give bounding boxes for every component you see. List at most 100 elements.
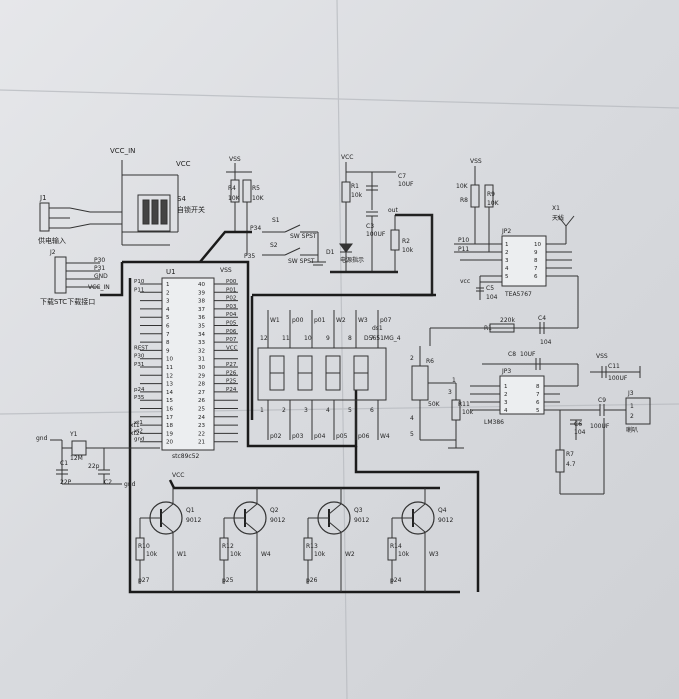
mcu-pin-number: 21 xyxy=(198,440,205,446)
dip-switch-ref: S4 xyxy=(177,195,186,203)
mcu-pin-number: 25 xyxy=(198,407,205,413)
mcu-net-right: P27 xyxy=(226,362,237,368)
r9-ref: R9 xyxy=(487,191,495,198)
mcu-pin-number: 24 xyxy=(198,415,205,421)
transistor-w-net: W4 xyxy=(261,551,271,558)
mcu-pin-number: 12 xyxy=(166,373,173,379)
amp-ic-ref: JP3 xyxy=(501,368,511,375)
transistor-collector xyxy=(160,521,174,533)
transistor-ref: Q4 xyxy=(438,507,447,514)
amp-pin-left: 3 xyxy=(504,400,508,406)
dip-switch-label: 自锁开关 xyxy=(177,205,205,214)
transistor-net: p24 xyxy=(390,577,402,584)
c4-ref: C4 xyxy=(538,315,546,322)
r7-ref: R7 xyxy=(566,451,574,458)
mcu-net-left: P11 xyxy=(134,287,144,293)
header-label: 下载STC下载接口 xyxy=(40,297,95,306)
vcc-label-top: VCC xyxy=(176,160,191,168)
vss-label-1: VSS xyxy=(229,156,241,163)
mcu-pin-number: 8 xyxy=(166,340,170,346)
c8-ref: C8 xyxy=(508,351,516,358)
mcu-net-right: P03 xyxy=(226,304,237,310)
display-body xyxy=(257,347,387,401)
s2-type: SW SPST xyxy=(288,258,315,265)
mcu-pin-number: 19 xyxy=(166,431,173,437)
r5-ref: R5 xyxy=(252,185,260,192)
display-top-label: W1 xyxy=(270,317,280,324)
crystal-ref: Y1 xyxy=(69,431,78,438)
download-header xyxy=(54,256,100,294)
display-bottom-label: p03 xyxy=(292,433,304,440)
speaker-label: 喇叭 xyxy=(626,426,638,434)
mcu-net-right: P01 xyxy=(226,287,236,293)
display-bottom-pin: 2 xyxy=(282,407,286,414)
c3-ref: C3 xyxy=(366,223,374,230)
amp-vss: VSS xyxy=(596,353,608,360)
mcu-pin-number: 3 xyxy=(166,299,170,305)
r2-value: 10k xyxy=(402,247,414,254)
display-top-pin: 8 xyxy=(348,335,352,342)
mcu-pin-number: 40 xyxy=(198,282,205,288)
mcu-pin-number: 17 xyxy=(166,415,173,421)
display-top-label: W3 xyxy=(358,317,368,324)
transistor-r-ref: R13 xyxy=(306,543,318,550)
radio-pin-left: 3 xyxy=(505,258,509,264)
mcu-net-right: P05 xyxy=(226,321,237,327)
led-label: 电源指示 xyxy=(340,256,364,264)
mcu-net-right: VCC xyxy=(226,345,238,351)
mcu-net-left: P30 xyxy=(134,354,145,360)
display-bottom-label: p02 xyxy=(270,433,282,440)
c2-ref: C2 xyxy=(104,479,112,486)
radio-ic-part: TEA5767 xyxy=(504,291,532,298)
radio-net-p10: P10 xyxy=(458,237,469,244)
s1-type: SW SPST xyxy=(290,233,317,240)
pot-pin-3: 3 xyxy=(448,389,452,396)
display-bottom-pin: 3 xyxy=(304,407,308,414)
transistor-w-net: W1 xyxy=(177,551,187,558)
display-top-pin: 7 xyxy=(370,335,374,342)
crystal-gnd-2: gnd xyxy=(124,481,136,488)
radio-pin-right: 7 xyxy=(534,266,538,272)
transistor-r-ref: R10 xyxy=(138,543,150,550)
pot-pin-2: 2 xyxy=(410,355,414,362)
mcu-pin-number: 35 xyxy=(198,324,205,330)
transistor-drivers: Q19012R1010kp27W1Q29012R1210kp25W4Q39012… xyxy=(135,488,453,592)
transistor-collector xyxy=(328,521,342,533)
c1-value: 22P xyxy=(60,479,72,486)
radio-vcc: vcc xyxy=(460,278,470,285)
display-top-pin: 10 xyxy=(304,335,312,342)
transistor-emitter xyxy=(160,503,174,515)
display-bottom-label: p05 xyxy=(336,433,348,440)
amp-pin-right: 5 xyxy=(536,408,540,414)
c5-ref: C5 xyxy=(486,285,494,292)
amp-ic-body xyxy=(470,358,651,495)
mcu-net-right: P04 xyxy=(226,312,237,318)
display-top-label: p07 xyxy=(380,317,392,324)
transistor-r-value: 10k xyxy=(398,551,410,558)
amp-pin-left: 1 xyxy=(504,384,508,390)
mcu-pin-number: 6 xyxy=(166,324,170,330)
mcu-net-left: xt1 xyxy=(134,420,143,426)
transistor-collector xyxy=(244,521,258,533)
amp-pin-left: 4 xyxy=(504,408,508,414)
mcu-pin-number: 36 xyxy=(198,315,205,321)
display-ref: ds1 xyxy=(372,325,383,332)
s2-net: P35 xyxy=(244,253,255,260)
r4-ref: R4 xyxy=(228,185,236,192)
r9-value: 10K xyxy=(487,200,500,207)
radio-pin-left: 1 xyxy=(505,242,509,248)
antenna-ref: X1 xyxy=(552,205,560,212)
r5-value: 10K xyxy=(252,195,265,202)
c8-value: 10UF xyxy=(520,351,536,358)
c6-value: 104 xyxy=(574,429,586,436)
c2-value: 22p xyxy=(88,463,100,470)
transistor-r-ref: R14 xyxy=(390,543,402,550)
transistor-part: 9012 xyxy=(186,517,201,524)
pot-pin-1: 1 xyxy=(452,377,456,384)
transistor-w-net: W3 xyxy=(429,551,439,558)
mcu-pin-number: 31 xyxy=(198,357,205,363)
